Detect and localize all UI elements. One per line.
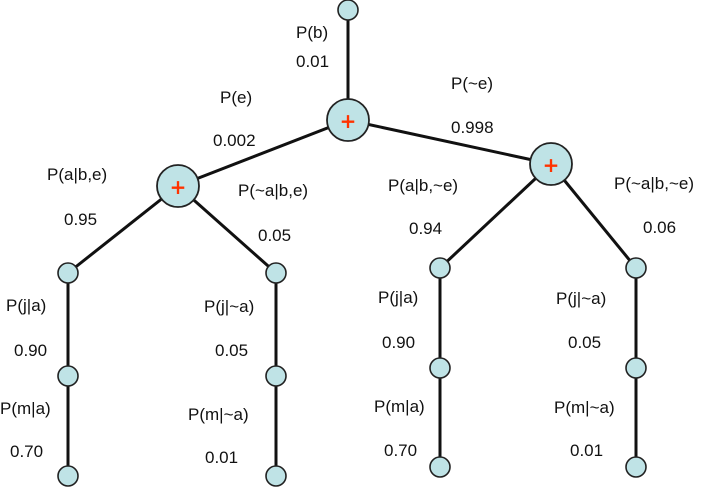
edge-left-sum-to-a [67, 184, 179, 275]
plus-icon-left: + [170, 175, 187, 199]
left-a-m-value: 0.70 [10, 442, 43, 461]
node-left-a-m [57, 465, 79, 487]
right-a-j-value: 0.90 [382, 333, 415, 352]
edge-sum-to-right-sum [347, 118, 552, 166]
left-a-j-label: P(j|a) [6, 296, 46, 315]
node-right-not-a [625, 257, 647, 279]
left-a-j-value: 0.90 [14, 341, 47, 360]
probability-labels: P(b) 0.01 P(e) 0.002 P(~e) 0.998 P(a|b,e… [0, 23, 694, 467]
sum-node-right [529, 142, 573, 186]
right-not-a-j-label: P(j|~a) [556, 289, 606, 308]
not-e-branch-label: P(~e) [451, 74, 493, 93]
right-not-a-m-label: P(m|~a) [554, 398, 615, 417]
right-a-m-value: 0.70 [384, 441, 417, 460]
left-not-a-branch-label: P(~a|b,e) [238, 181, 308, 200]
right-a-j-label: P(j|a) [378, 288, 418, 307]
e-branch-value: 0.002 [213, 131, 256, 150]
node-right-not-a-j [625, 357, 647, 379]
node-left-a-j [57, 365, 79, 387]
node-left-not-a-m [265, 465, 287, 487]
left-not-a-m-label: P(m|~a) [188, 405, 249, 424]
right-a-m-label: P(m|a) [374, 397, 425, 416]
tree-nodes [57, 0, 647, 487]
node-left-a [57, 262, 79, 284]
right-not-a-branch-value: 0.06 [643, 218, 676, 237]
node-left-not-a [265, 262, 287, 284]
edge-right-sum-to-a [438, 162, 553, 270]
root-label: P(b) [296, 23, 328, 42]
node-left-not-a-j [265, 365, 287, 387]
sum-symbols: + + + [170, 109, 560, 199]
plus-icon-right: + [543, 153, 560, 177]
left-a-branch-label: P(a|b,e) [47, 165, 107, 184]
node-right-not-a-m [625, 456, 647, 478]
right-not-a-j-value: 0.05 [568, 333, 601, 352]
node-right-a-j [429, 357, 451, 379]
sum-node-root [326, 98, 370, 142]
root-node [337, 0, 359, 21]
left-a-branch-value: 0.95 [64, 210, 97, 229]
right-not-a-m-value: 0.01 [570, 441, 603, 460]
edge-sum-to-left-sum [177, 118, 349, 188]
left-a-m-label: P(m|a) [0, 399, 51, 418]
edge-right-sum-to-not-a [549, 163, 638, 269]
right-not-a-branch-label: P(~a|b,~e) [614, 174, 694, 193]
left-not-a-m-value: 0.01 [205, 448, 238, 467]
left-not-a-j-value: 0.05 [215, 341, 248, 360]
root-value: 0.01 [296, 52, 329, 71]
left-not-a-j-label: P(j|~a) [204, 297, 254, 316]
right-a-branch-label: P(a|b,~e) [388, 176, 458, 195]
sum-node-left [156, 164, 200, 208]
e-branch-label: P(e) [220, 88, 252, 107]
left-not-a-branch-value: 0.05 [258, 226, 291, 245]
not-e-branch-value: 0.998 [451, 118, 494, 137]
node-right-a-m [429, 456, 451, 478]
tree-edges [66, 10, 638, 476]
node-right-a [429, 257, 451, 279]
plus-icon-root: + [340, 109, 357, 133]
right-a-branch-value: 0.94 [409, 219, 442, 238]
